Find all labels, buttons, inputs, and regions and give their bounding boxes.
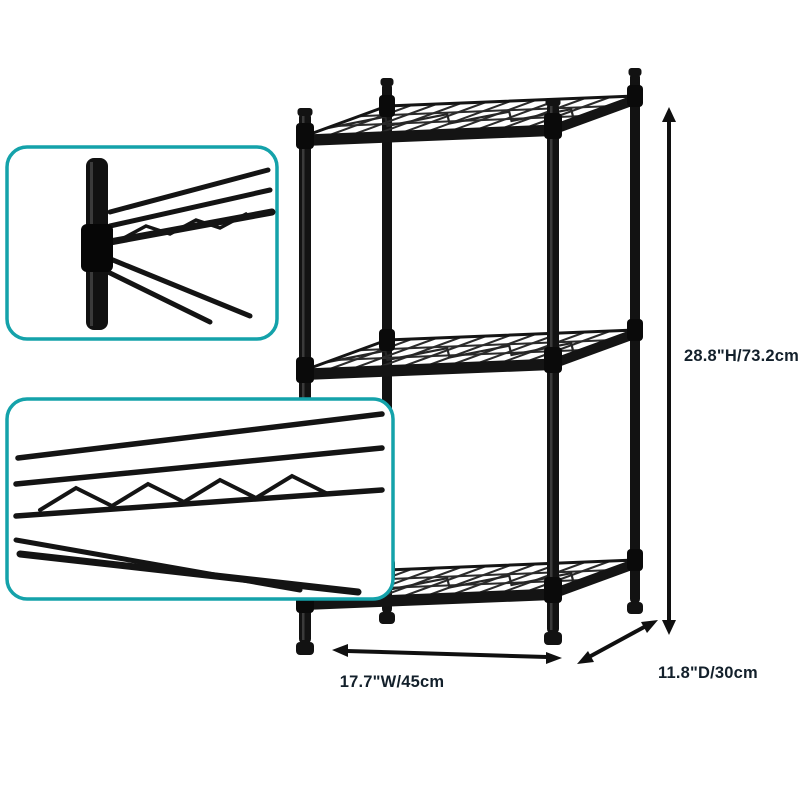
width-dimension-label: 17.7"W/45cm (339, 673, 445, 691)
connector-sleeve-closeup (81, 224, 113, 272)
shelf-top (303, 94, 637, 148)
depth-arrow (577, 620, 658, 664)
height-arrow (662, 107, 676, 635)
height-dimension-label: 28.8"H/73.2cm (684, 347, 799, 365)
inset-wire-shelf (5, 397, 395, 601)
depth-dimension-label: 11.8"D/30cm (658, 664, 758, 682)
inset-pole-connection (5, 145, 279, 341)
width-arrow (332, 644, 562, 664)
shelf-middle (303, 328, 637, 382)
